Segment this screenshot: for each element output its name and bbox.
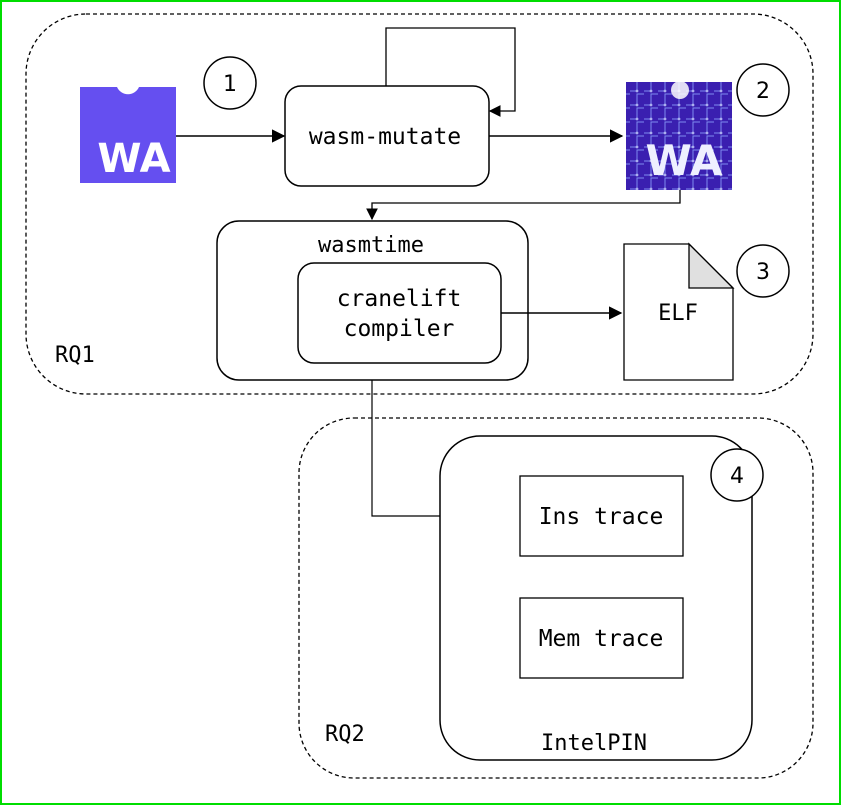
mem-trace-box	[519, 597, 684, 679]
cranelift-box	[297, 262, 502, 364]
marker-4: 4	[710, 448, 764, 502]
wasm-logo-text: WA	[97, 136, 170, 182]
connector-wasmtime-to-intelpin	[371, 380, 440, 517]
cranelift-label-line1: cranelift	[337, 286, 462, 312]
mutated-wasm-logo: WA	[626, 81, 732, 190]
rq2-label: RQ2	[325, 722, 365, 747]
marker-3: 3	[736, 244, 790, 298]
marker-3-label: 3	[756, 260, 770, 285]
wasm-logo: WA	[80, 87, 176, 183]
ins-trace-box	[519, 475, 684, 557]
rq1-group	[25, 13, 814, 395]
marker-2-label: 2	[756, 79, 770, 104]
intelpin-label: IntelPIN	[541, 731, 647, 756]
mutate-self-loop	[385, 27, 516, 117]
cranelift-label-line2: compiler	[344, 316, 455, 342]
marker-2: 2	[736, 63, 790, 117]
rq1-label: RQ1	[55, 343, 95, 368]
marker-1-label: 1	[223, 72, 237, 97]
mem-trace-label: Mem trace	[539, 626, 664, 652]
elf-document	[623, 242, 735, 381]
arrow-variant-to-wasmtime	[366, 190, 681, 221]
wasm-mutate-label: wasm-mutate	[309, 124, 461, 150]
elf-label: ELF	[658, 301, 698, 326]
ins-trace-label: Ins trace	[539, 504, 664, 530]
wasmtime-label: wasmtime	[318, 233, 424, 258]
mutated-logo-text: WA	[646, 136, 723, 185]
marker-4-label: 4	[730, 464, 744, 489]
marker-1: 1	[203, 56, 257, 110]
